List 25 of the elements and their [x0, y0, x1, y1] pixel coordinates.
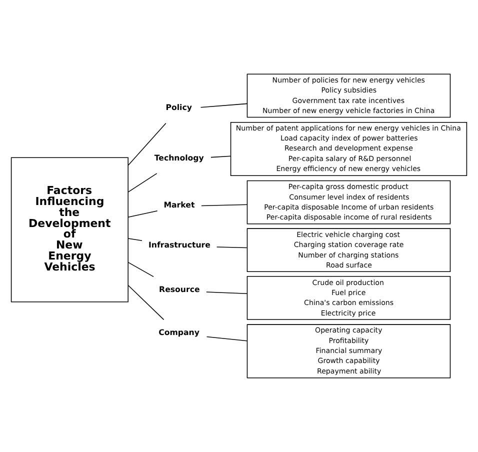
- connector: [201, 204, 248, 206]
- node-box: Factors Influencing the Development of New Energy Vehicles: [10, 157, 128, 302]
- connector: [210, 156, 232, 158]
- connector: [128, 285, 164, 320]
- connector: [128, 238, 142, 241]
- node-box: Operating capacity Profitability Financial summary Growth capability Repayment ability: [246, 324, 451, 378]
- node-box: Crude oil production Fuel price China's carbon emissions Electricity price: [246, 276, 451, 320]
- node-text: Technology: [154, 153, 204, 162]
- connector: [128, 262, 154, 278]
- connector: [206, 292, 248, 294]
- node-box: Number of patent applications for new energy vehicles in China Load capacity index of power batteries Research and development expense Per-capita salary of R&D personnel Energy efficiency of new energy vehicles: [230, 122, 468, 176]
- node-text: Infrastructure: [148, 240, 210, 250]
- node-text: Policy: [166, 103, 192, 112]
- connector: [128, 210, 158, 218]
- connector: [216, 246, 248, 248]
- node-text: Market: [164, 200, 195, 210]
- node-text: Company: [158, 328, 200, 338]
- node-box: Per-capita gross domestic product Consumer level index of residents Per-capita disposable Income of urban residents Per-capita disposable income of rural residents: [246, 180, 451, 224]
- node-box: Electric vehicle charging cost Charging station coverage rate Number of charging stations Road surface: [246, 228, 451, 272]
- connector: [128, 173, 158, 192]
- connector: [200, 103, 248, 108]
- connector: [128, 122, 166, 166]
- node-text: Resource: [159, 285, 200, 294]
- connector: [206, 336, 248, 342]
- node-box: Number of policies for new energy vehicles Policy subsidies Government tax rate incentives Number of new energy vehicle factories in China: [246, 74, 451, 118]
